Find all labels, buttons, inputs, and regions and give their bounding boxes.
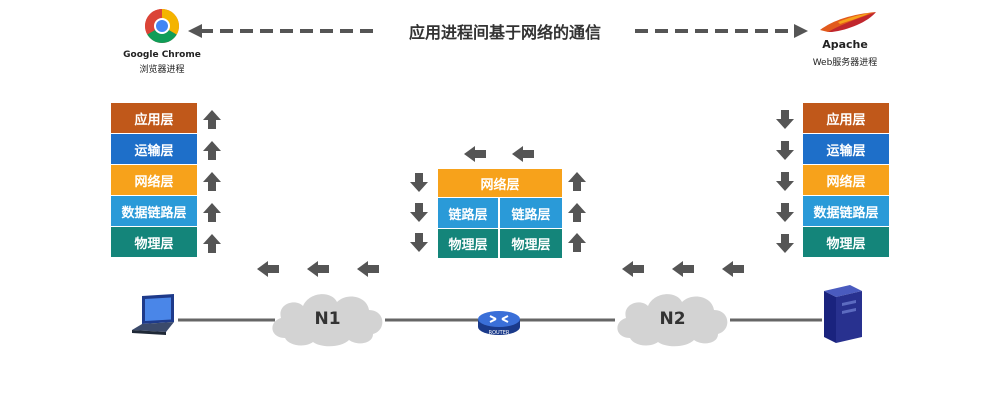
- router-layer-network: 网络层: [438, 169, 562, 198]
- left-arrow-icon: [464, 146, 486, 162]
- server-sub: Web服务器进程: [812, 58, 878, 68]
- chrome-icon: [145, 9, 179, 43]
- router-layer-link-right: 链路层: [500, 198, 562, 229]
- left-arrow-icon: [512, 146, 534, 162]
- down-arrow-icon: [776, 172, 794, 191]
- up-arrow-icon: [203, 110, 221, 129]
- router-protocol-stack: 网络层 链路层 链路层 物理层 物理层: [438, 169, 562, 259]
- right-protocol-stack: 应用层 运输层 网络层 数据链路层 物理层: [803, 103, 889, 258]
- left-layer-transport: 运输层: [111, 134, 197, 165]
- down-arrow-icon: [776, 203, 794, 222]
- cloud-n2: [617, 294, 728, 347]
- server-name: Apache: [822, 38, 868, 51]
- right-layer-application: 应用层: [803, 103, 889, 134]
- down-arrow-icon: [776, 234, 794, 253]
- router-icon: [478, 311, 520, 335]
- left-arrow-icon: [257, 261, 279, 277]
- right-layer-physical: 物理层: [803, 227, 889, 258]
- cloud-n1: [272, 294, 383, 347]
- apache-feather-icon: [820, 12, 876, 32]
- router-label: ROUTER: [488, 330, 510, 336]
- left-layer-datalink: 数据链路层: [111, 196, 197, 227]
- right-layer-network: 网络层: [803, 165, 889, 196]
- down-arrow-icon: [776, 110, 794, 129]
- down-arrow-icon: [410, 173, 428, 192]
- left-arrow-icon: [622, 261, 644, 277]
- router-layer-physical-right: 物理层: [500, 229, 562, 259]
- down-arrow-icon: [776, 141, 794, 160]
- laptop-icon: [132, 294, 174, 335]
- left-protocol-stack: 应用层 运输层 网络层 数据链路层 物理层: [111, 103, 197, 258]
- left-arrow-icon: [307, 261, 329, 277]
- cloud-n2-label: N2: [659, 309, 686, 329]
- left-arrow-icon: [357, 261, 379, 277]
- up-arrow-icon: [203, 234, 221, 253]
- up-arrow-icon: [203, 141, 221, 160]
- up-arrow-icon: [203, 172, 221, 191]
- left-layer-application: 应用层: [111, 103, 197, 134]
- client-name: Google Chrome: [123, 50, 201, 60]
- left-arrow-icon: [672, 261, 694, 277]
- up-arrow-icon: [568, 172, 586, 191]
- router-layer-physical-left: 物理层: [438, 229, 499, 259]
- right-layer-transport: 运输层: [803, 134, 889, 165]
- right-layer-datalink: 数据链路层: [803, 196, 889, 227]
- down-arrow-icon: [410, 233, 428, 252]
- client-sub: 浏览器进程: [139, 65, 185, 75]
- up-arrow-icon: [568, 203, 586, 222]
- up-arrow-icon: [568, 233, 586, 252]
- up-arrow-icon: [203, 203, 221, 222]
- server-icon: [824, 285, 862, 343]
- down-arrow-icon: [410, 203, 428, 222]
- router-layer-link-left: 链路层: [438, 198, 499, 229]
- left-layer-network: 网络层: [111, 165, 197, 196]
- diagram-title: 应用进程间基于网络的通信: [408, 23, 601, 42]
- left-arrow-icon: [722, 261, 744, 277]
- left-layer-physical: 物理层: [111, 227, 197, 258]
- cloud-n1-label: N1: [314, 309, 341, 329]
